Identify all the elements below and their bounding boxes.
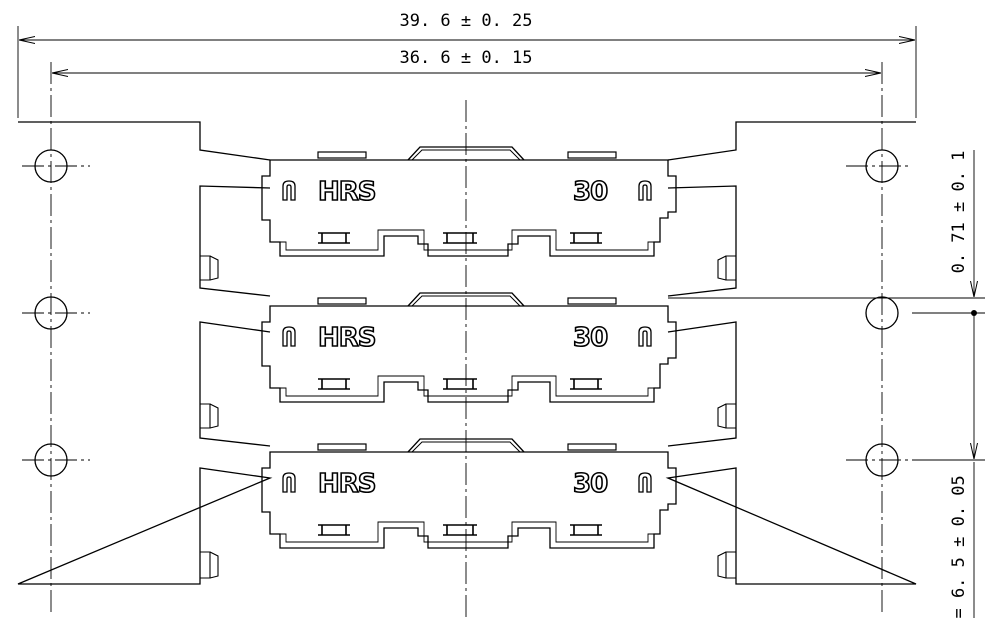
brand-mark: HRS	[318, 323, 376, 353]
pitch-dimension: P= 6. 5 ± 0. 05	[912, 314, 985, 618]
brand-mark: HRS	[318, 469, 376, 499]
pin-count-mark: 30	[573, 469, 607, 499]
mounting-hole-icon	[865, 296, 899, 330]
right-carrier-strip	[665, 121, 917, 585]
offset-label: 0. 71 ± 0. 1	[949, 151, 969, 274]
mounting-hole-icon	[865, 443, 899, 477]
offset-dimension: 0. 71 ± 0. 1	[668, 150, 985, 316]
pin-count-mark: 30	[573, 177, 607, 207]
hole-span-label: 36. 6 ± 0. 15	[399, 48, 532, 68]
connector-1: HRS 30	[261, 146, 677, 257]
center-lines	[22, 62, 912, 618]
brand-mark: HRS	[318, 177, 376, 207]
overall-width-dimension: 39. 6 ± 0. 25	[17, 11, 917, 118]
mounting-hole-icon	[34, 149, 68, 183]
mounting-holes	[34, 149, 899, 477]
left-carrier-strip	[17, 121, 273, 585]
hole-span-dimension: 36. 6 ± 0. 15	[52, 48, 881, 73]
connector-2: HRS 30	[261, 292, 677, 403]
overall-width-label: 39. 6 ± 0. 25	[399, 11, 532, 31]
connector-3: HRS 30	[261, 438, 677, 549]
mounting-hole-icon	[34, 443, 68, 477]
pin-count-mark: 30	[573, 323, 607, 353]
pitch-label: P= 6. 5 ± 0. 05	[949, 475, 969, 618]
mounting-hole-icon	[865, 149, 899, 183]
mounting-hole-icon	[34, 296, 68, 330]
